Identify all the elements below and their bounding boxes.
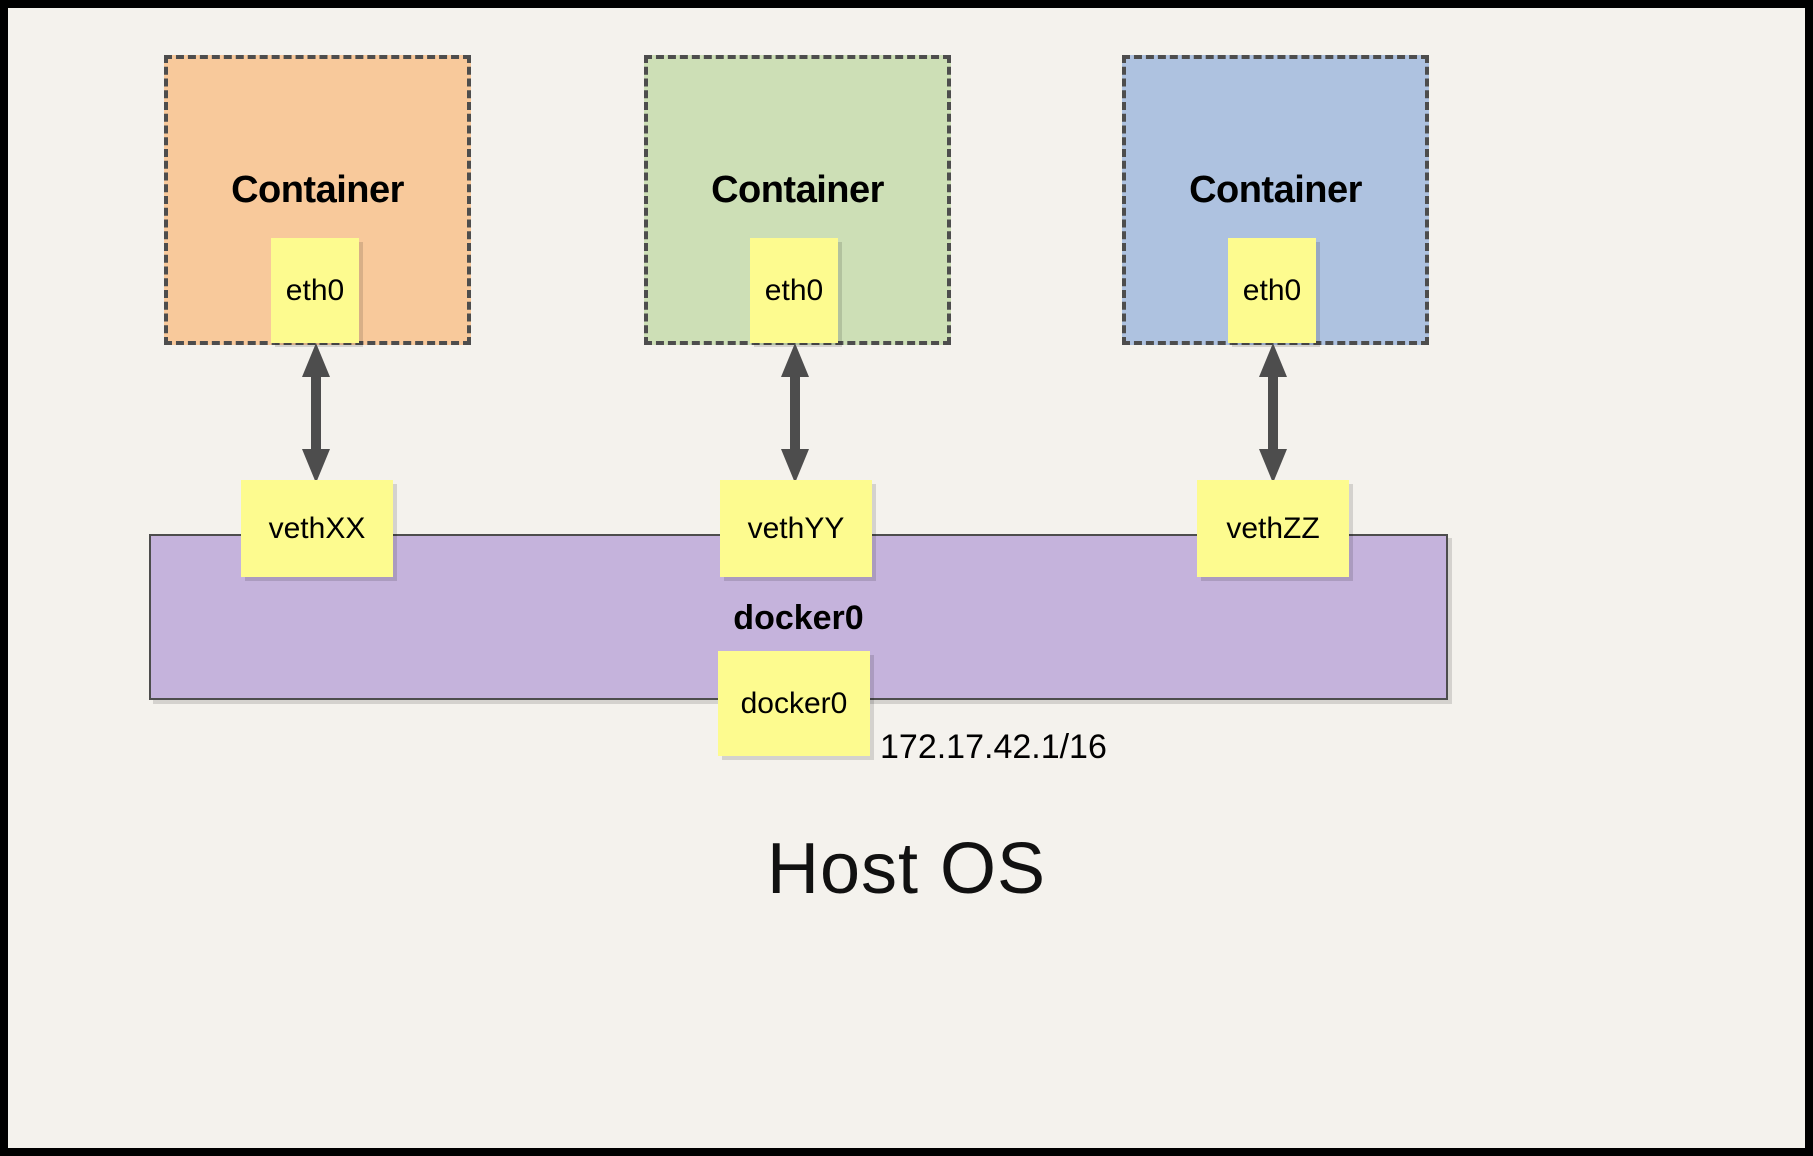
veth-label-1: vethXX (268, 511, 366, 545)
container-title-3: Container (1189, 169, 1362, 211)
eth0-label-2: eth0 (764, 273, 824, 307)
veth-box-3: vethZZ (1197, 480, 1349, 577)
container-title-1: Container (231, 169, 404, 211)
veth-box-1: vethXX (241, 480, 393, 577)
docker0-interface-note-box: docker0 (718, 651, 870, 756)
host-os-label: Host OS (766, 829, 1047, 909)
veth-label-3: vethZZ (1226, 511, 1320, 545)
docker0-ip-label: 172.17.42.1/16 (880, 728, 1107, 766)
double-headed-arrow-icon-3 (1259, 343, 1287, 483)
eth0-interface-box-1: eth0 (271, 238, 359, 343)
double-headed-arrow-icon-1 (302, 343, 330, 483)
diagram-canvas: Container eth0 Container eth0 Container … (8, 8, 1805, 1148)
eth0-label-3: eth0 (1242, 273, 1302, 307)
veth-label-2: vethYY (747, 511, 845, 545)
eth0-label-1: eth0 (285, 273, 345, 307)
docker0-note-label: docker0 (740, 686, 848, 720)
eth0-interface-box-2: eth0 (750, 238, 838, 343)
double-headed-arrow-icon-2 (781, 343, 809, 483)
veth-box-2: vethYY (720, 480, 872, 577)
eth0-interface-box-3: eth0 (1228, 238, 1316, 343)
container-title-2: Container (711, 169, 884, 211)
docker0-bridge-label: docker0 (733, 599, 864, 637)
